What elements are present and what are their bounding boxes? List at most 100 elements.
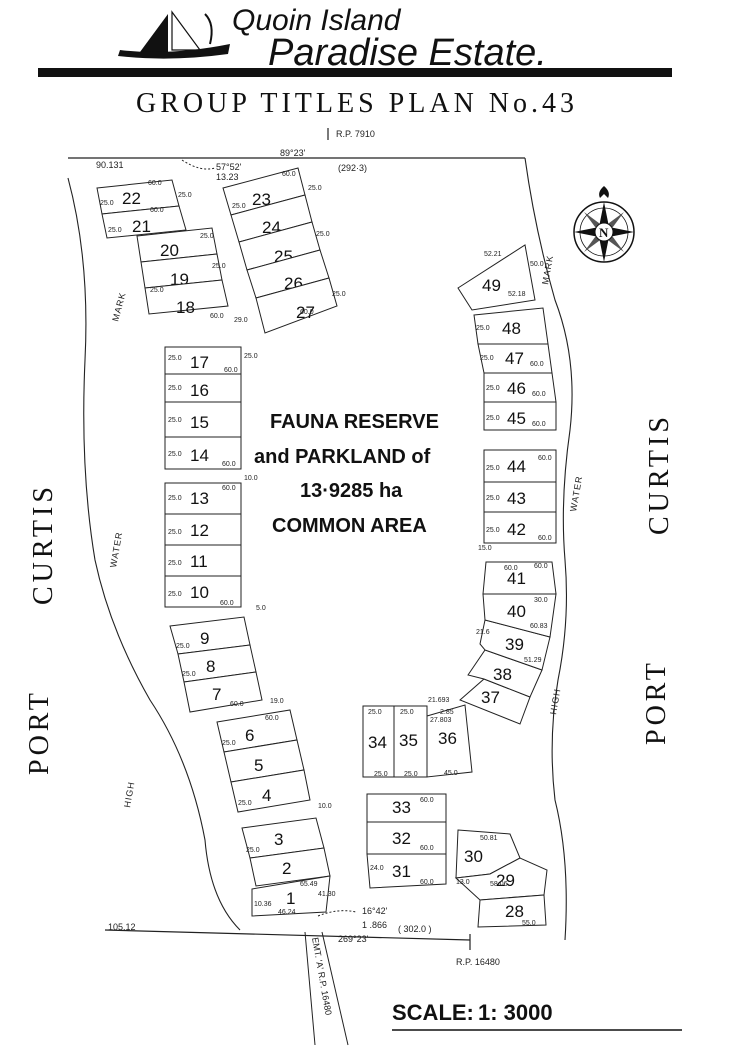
lot-boundary xyxy=(255,277,338,334)
lot-boundary xyxy=(101,205,187,239)
bottom-left-dim: 105.12 xyxy=(108,922,136,932)
lot-number-label: 12 xyxy=(190,521,209,540)
lot-number-label: 33 xyxy=(392,798,411,817)
top-bearing: 89°23' xyxy=(280,148,306,158)
scale-value: 1: 3000 xyxy=(478,1000,553,1025)
top-rp-label: R.P. 7910 xyxy=(336,129,375,139)
scale-label: SCALE: xyxy=(392,1000,474,1025)
dimension-value: 52.21 xyxy=(484,251,502,258)
lot-14[interactable]: 14 xyxy=(164,436,242,470)
lot-boundary xyxy=(482,561,557,595)
lot-number-label: 8 xyxy=(206,657,215,676)
dimension-value: 15.0 xyxy=(478,545,492,552)
dimension-value: 25.0 xyxy=(168,495,182,502)
lot-32[interactable]: 32 xyxy=(366,821,447,855)
lot-boundary xyxy=(457,244,536,311)
lot-1[interactable]: 1 xyxy=(251,875,331,917)
lot-number-label: 47 xyxy=(505,349,524,368)
lot-22[interactable]: 22 xyxy=(96,179,180,215)
dimension-value: 13.0 xyxy=(456,879,470,886)
right-shoreline xyxy=(524,157,573,941)
reserve-line3: 13·9285 ha xyxy=(300,480,403,502)
lot-number-label: 30 xyxy=(464,847,483,866)
dimension-value: 60.0 xyxy=(222,461,236,468)
lot-number-label: 35 xyxy=(399,731,418,750)
lot-number-label: 46 xyxy=(507,379,526,398)
lot-boundary xyxy=(183,671,263,713)
lot-49[interactable]: 49 xyxy=(457,244,536,311)
lot-number-label: 31 xyxy=(392,862,411,881)
lot-7[interactable]: 7 xyxy=(183,671,263,713)
dimension-value: 21.6 xyxy=(476,629,490,636)
lot-33[interactable]: 33 xyxy=(366,793,447,823)
mark-right-label: MARK xyxy=(540,254,555,285)
lot-11[interactable]: 11 xyxy=(164,544,242,577)
dimension-value: 25.0 xyxy=(404,771,418,778)
lot-45[interactable]: 45 xyxy=(483,401,557,431)
lot-number-label: 16 xyxy=(190,381,209,400)
dimension-value: 25.0 xyxy=(486,465,500,472)
dimension-value: 25.0 xyxy=(374,771,388,778)
dimension-value: 19.0 xyxy=(270,698,284,705)
dimension-value: 60.0 xyxy=(265,715,279,722)
dimension-value: 41.30 xyxy=(318,891,336,898)
lot-boundary xyxy=(366,853,447,889)
lot-17[interactable]: 17 xyxy=(164,346,242,375)
compass-rose-icon: N xyxy=(573,186,635,263)
lot-42[interactable]: 42 xyxy=(483,511,557,544)
dimension-value: 25.0 xyxy=(238,800,252,807)
water-right-label: WATER xyxy=(568,475,584,513)
header-rule xyxy=(38,68,672,77)
lot-number-label: 2 xyxy=(282,859,291,878)
port-left-label: PORT xyxy=(24,689,55,775)
lot-number-label: 49 xyxy=(482,276,501,295)
dimension-value: 27.803 xyxy=(430,717,452,724)
lot-10[interactable]: 10 xyxy=(164,575,242,608)
lot-44[interactable]: 44 xyxy=(483,449,557,483)
lot-35[interactable]: 35 xyxy=(393,705,428,778)
lot-34[interactable]: 34 xyxy=(362,705,395,778)
compass-north-label: N xyxy=(599,225,609,240)
dimension-value: 25.0 xyxy=(232,203,246,210)
title-line1: Quoin Island xyxy=(232,4,402,37)
dimension-value: 10.36 xyxy=(254,901,272,908)
lot-number-label: 38 xyxy=(493,665,512,684)
lot-38[interactable]: 38 xyxy=(467,649,543,698)
reserve-line2: and PARKLAND of xyxy=(254,446,431,468)
dimension-value: 25.0 xyxy=(486,415,500,422)
lot-16[interactable]: 16 xyxy=(164,373,242,403)
lot-43[interactable]: 43 xyxy=(483,481,557,513)
lot-number-label: 36 xyxy=(438,729,457,748)
easement-label: EMT. 'A' R.P. 16480 xyxy=(310,937,334,1016)
lot-number-label: 17 xyxy=(190,353,209,372)
lot-36[interactable]: 36 xyxy=(426,704,473,778)
dimension-value: 25.0 xyxy=(150,287,164,294)
lot-28[interactable]: 28 xyxy=(477,894,547,928)
lot-27[interactable]: 27 xyxy=(255,277,338,334)
lot-number-label: 15 xyxy=(190,413,209,432)
dimension-value: 60.0 xyxy=(420,879,434,886)
lot-41[interactable]: 41 xyxy=(482,561,557,595)
bottom-offset-bearing: 16°42' xyxy=(362,906,388,916)
dimension-value: 60.0 xyxy=(222,485,236,492)
top-boundary: R.P. 7910 89°23' (292·3) 90.131 57°52' 1… xyxy=(68,128,525,182)
dimension-value: 10.0 xyxy=(244,475,258,482)
curtis-right-label: CURTIS xyxy=(644,413,675,535)
dimension-value: 25.0 xyxy=(168,529,182,536)
lot-21[interactable]: 21 xyxy=(101,205,187,239)
dimension-value: 21.693 xyxy=(428,697,450,704)
lot-18[interactable]: 18 xyxy=(144,279,229,317)
lot-31[interactable]: 31 xyxy=(366,853,447,889)
dimension-value: 2.85 xyxy=(440,709,454,716)
lot-48[interactable]: 48 xyxy=(473,307,549,345)
lot-15[interactable]: 15 xyxy=(164,401,242,438)
dimension-value: 25.0 xyxy=(100,200,114,207)
lot-number-label: 44 xyxy=(507,457,526,476)
dimension-value: 25.0 xyxy=(108,227,122,234)
lot-20[interactable]: 20 xyxy=(136,227,218,263)
lot-4[interactable]: 4 xyxy=(230,769,311,813)
dimension-value: 25.0 xyxy=(246,847,260,854)
dimension-value: 25.0 xyxy=(316,231,330,238)
bottom-length: ( 302.0 ) xyxy=(398,924,432,934)
lot-29[interactable]: 29 xyxy=(454,857,548,901)
